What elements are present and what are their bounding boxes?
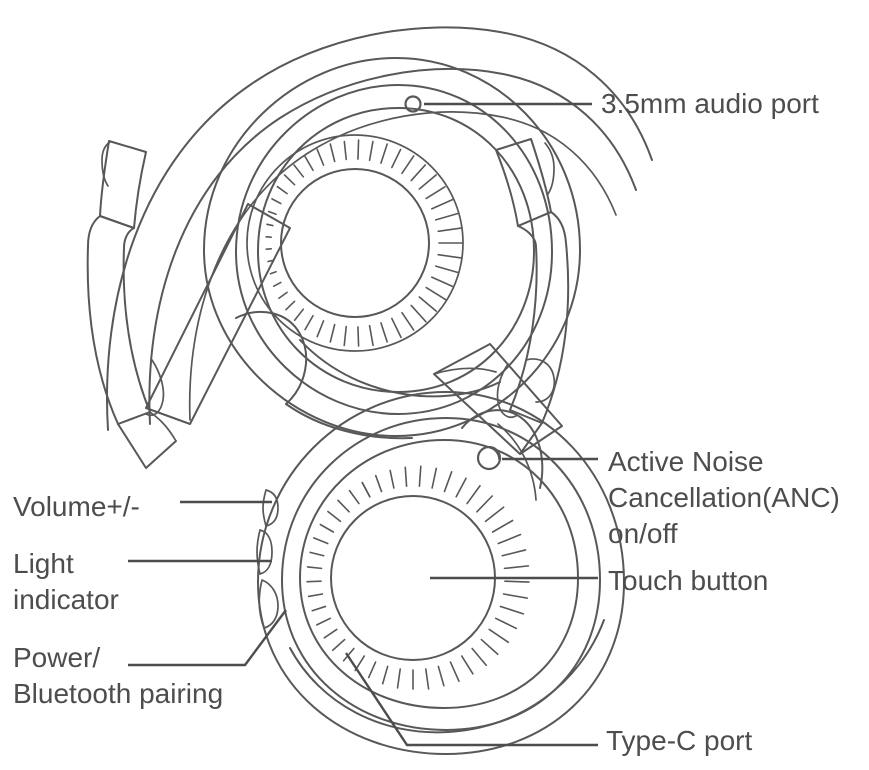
headband	[106, 26, 653, 431]
leader-type-c	[344, 652, 598, 747]
hinge-yoke	[145, 203, 563, 455]
callout-label-touch-button: Touch button	[608, 565, 769, 596]
slider-arm-left	[86, 140, 177, 469]
callout-label-audio-port: 3.5mm audio port	[601, 88, 819, 119]
callout-label-type-c-port: Type-C port	[606, 725, 753, 756]
upper-cushion-stitches	[265, 139, 464, 347]
light-indicator-shape	[256, 529, 273, 575]
upper-earcup	[203, 57, 581, 437]
lower-cushion-stitches	[306, 465, 530, 690]
power-button-shape	[258, 579, 279, 629]
callout-label-volume: Volume+/-	[13, 491, 140, 522]
leader-power	[128, 609, 287, 667]
fold-flap	[461, 409, 544, 489]
lower-earcup	[257, 391, 625, 755]
anc-button	[476, 445, 502, 471]
audio-port-hole	[404, 95, 422, 113]
callout-label-power-bluetooth: Power/ Bluetooth pairing	[13, 642, 224, 709]
volume-button-shape	[262, 489, 279, 527]
side-controls	[256, 489, 279, 629]
slider-arm-right	[495, 138, 570, 455]
callout-label-light-indicator: Light indicator	[13, 548, 119, 615]
leader-lines	[128, 102, 598, 747]
callout-label-anc: Active Noise Cancellation(ANC) on/off	[608, 446, 840, 549]
